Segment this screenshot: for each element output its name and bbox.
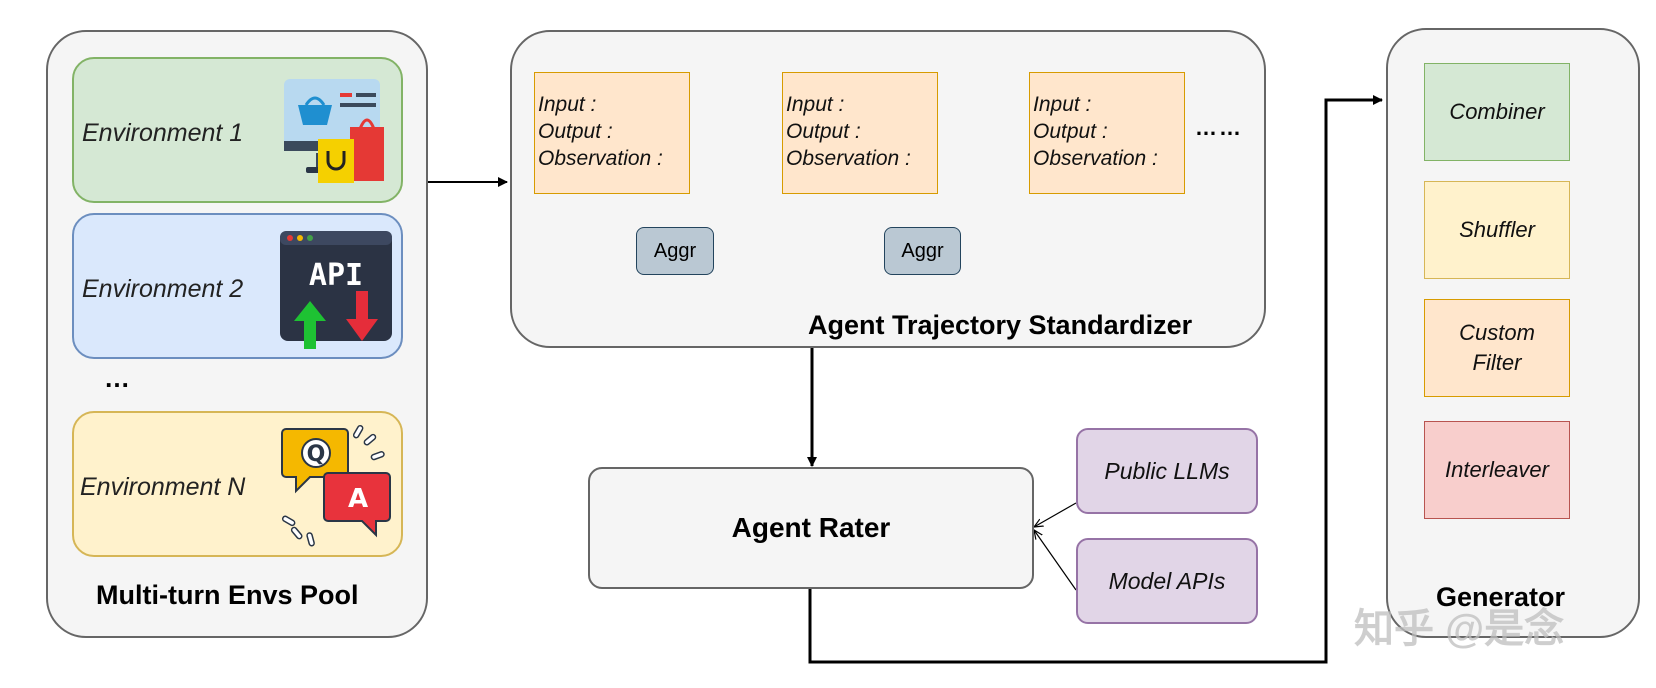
trajectory-ellipsis: …… bbox=[1195, 115, 1243, 140]
arrow-model-apis-to-rater bbox=[1034, 530, 1077, 591]
environment-n-label: Environment N bbox=[80, 473, 246, 501]
qa-icon: Q A bbox=[281, 424, 391, 547]
step-3-output: Output : bbox=[1033, 120, 1108, 143]
environment-1-label: Environment 1 bbox=[82, 119, 244, 147]
shopping-icon bbox=[284, 79, 384, 183]
a-letter: A bbox=[348, 484, 368, 514]
trajectory-step-2[interactable]: Input : Output : Observation : bbox=[782, 72, 938, 194]
trajectory-step-1[interactable]: Input : Output : Observation : bbox=[534, 72, 690, 194]
trajectory-step-3[interactable]: Input : Output : Observation : bbox=[1029, 72, 1185, 194]
environment-1-box[interactable]: Environment 1 bbox=[72, 57, 403, 203]
step-2-output: Output : bbox=[786, 120, 861, 143]
api-icon: API bbox=[280, 231, 392, 349]
environment-2-box[interactable]: Environment 2 API bbox=[72, 213, 403, 359]
interleaver-module[interactable]: Interleaver bbox=[1424, 421, 1570, 519]
model-apis-box[interactable]: Model APIs bbox=[1076, 538, 1258, 624]
arrow-public-llms-to-rater bbox=[1034, 502, 1077, 527]
q-letter: Q bbox=[307, 442, 326, 467]
public-llms-box[interactable]: Public LLMs bbox=[1076, 428, 1258, 514]
environment-ellipsis: … bbox=[104, 363, 132, 393]
environment-n-box[interactable]: Environment N Q A bbox=[72, 411, 403, 557]
agent-rater-box[interactable]: Agent Rater bbox=[588, 467, 1034, 589]
shuffler-module[interactable]: Shuffler bbox=[1424, 181, 1570, 279]
step-2-observation: Observation : bbox=[786, 147, 911, 170]
aggregator-2[interactable]: Aggr bbox=[884, 227, 961, 275]
environment-2-label: Environment 2 bbox=[82, 275, 244, 303]
custom-filter-module[interactable]: Custom Filter bbox=[1424, 299, 1570, 397]
step-2-input: Input : bbox=[786, 93, 845, 116]
step-1-observation: Observation : bbox=[538, 147, 663, 170]
step-3-observation: Observation : bbox=[1033, 147, 1158, 170]
step-1-output: Output : bbox=[538, 120, 613, 143]
combiner-module[interactable]: Combiner bbox=[1424, 63, 1570, 161]
watermark-text: 知乎 @是念 bbox=[1354, 607, 1565, 651]
standardizer-title: Agent Trajectory Standardizer bbox=[808, 310, 1193, 340]
arrow-rater-to-generator bbox=[808, 95, 1383, 664]
aggregator-1[interactable]: Aggr bbox=[636, 227, 714, 275]
envs-pool-title: Multi-turn Envs Pool bbox=[96, 580, 359, 610]
api-icon-text: API bbox=[309, 258, 363, 293]
generator-title: Generator bbox=[1436, 582, 1566, 612]
step-3-input: Input : bbox=[1033, 93, 1092, 116]
step-1-input: Input : bbox=[538, 93, 597, 116]
